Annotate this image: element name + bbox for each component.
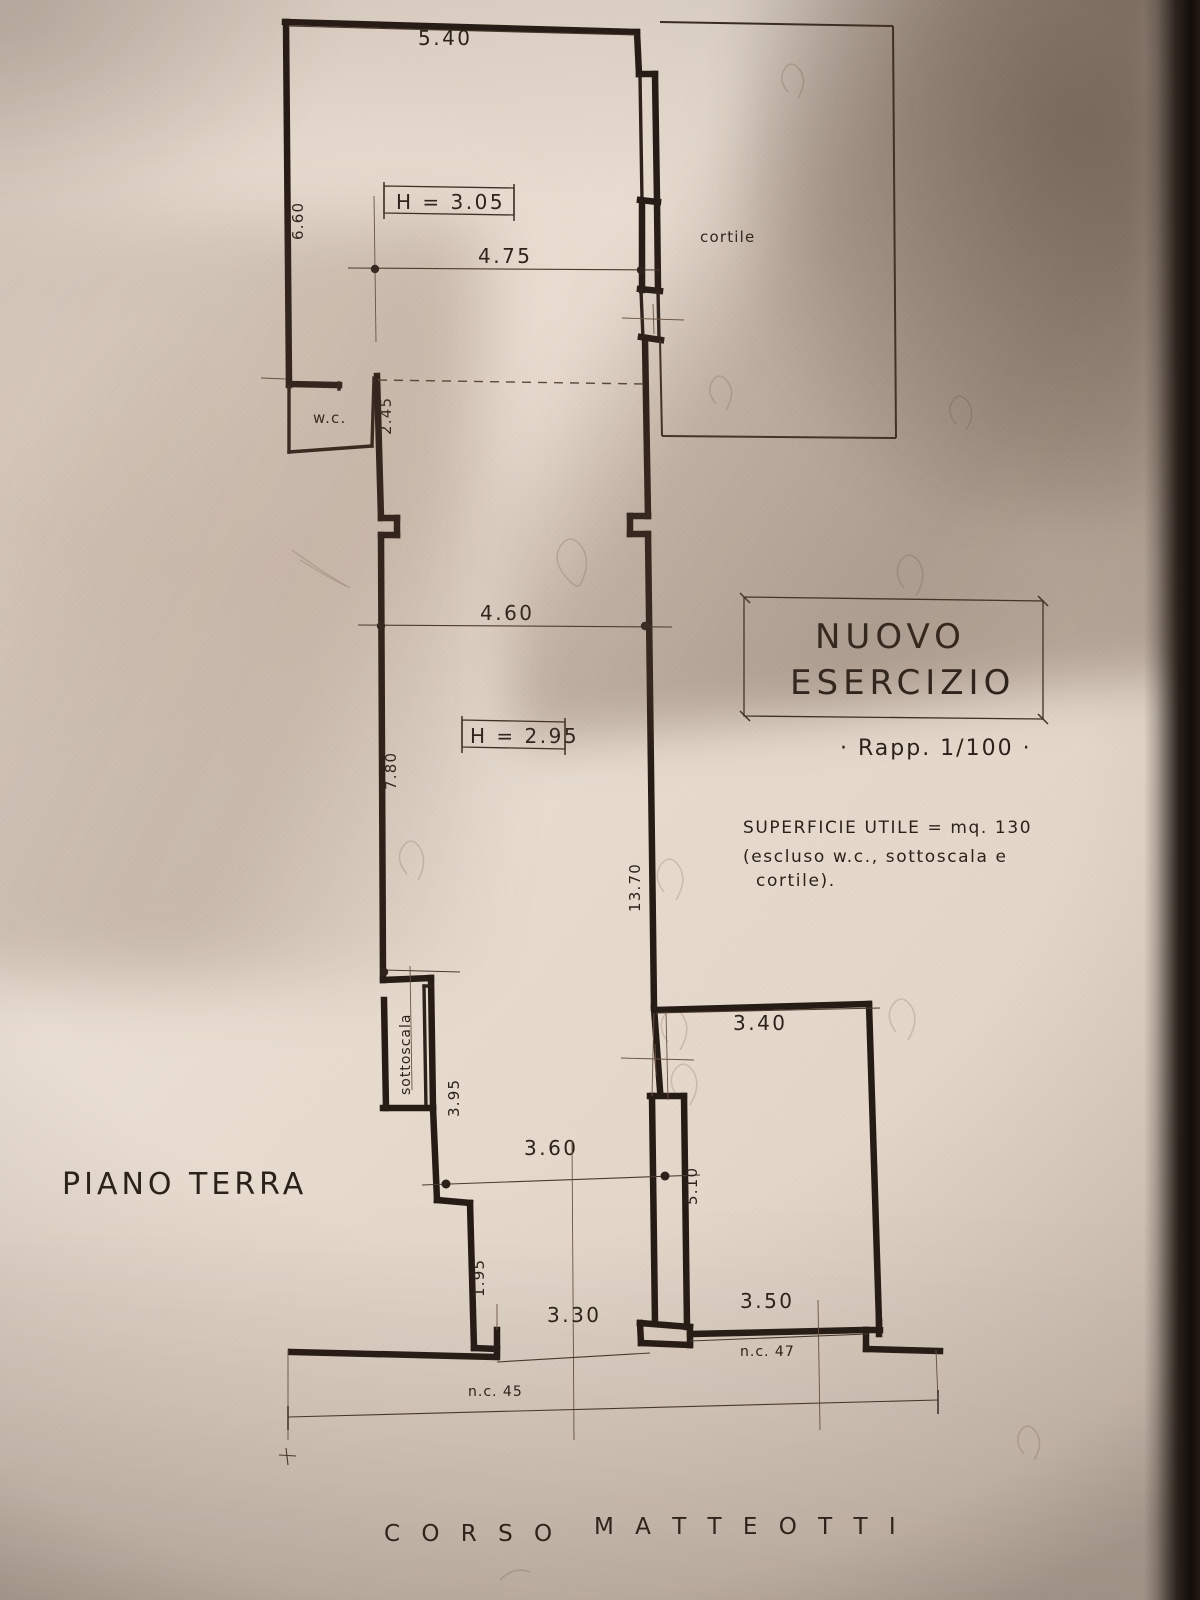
dim-inner-width-mid: 4.60 [357,601,673,631]
right-room-walls [652,1000,944,1355]
height-box-upper: H = 3.05 [383,182,515,221]
exclusion-note-line2: cortile). [756,871,836,891]
dim-right-room-width: 3.40 [655,1007,881,1035]
dim-top-width: 5.40 [287,25,637,50]
area-note: SUPERFICIE UTILE = mq. 130 [743,818,1032,838]
dim-sottoscala-height-label: 3.95 [445,1079,463,1117]
scale-label: · Rapp. 1/100 · [840,736,1032,761]
dim-lower-left-height-label: 1.95 [470,1259,488,1297]
central-party-wall [626,28,665,1012]
street-label-left: C O R S O [384,1521,559,1547]
dim-front-right-label: 3.50 [740,1289,795,1313]
extension-lines [287,1011,939,1441]
dim-right-total-height-label: 13.70 [626,863,644,912]
left-wall-lower [373,372,401,984]
dim-inner-width-lower-label: 3.60 [524,1136,579,1160]
dim-inner-width-mid-label: 4.60 [480,601,535,625]
plan-label: PIANO TERRA [62,1167,307,1202]
overall-front-dimension [278,1390,939,1466]
room-label-cortile: cortile [700,228,755,246]
dashed-line-upper [377,379,645,385]
height-lower-label: H = 2.95 [470,724,579,748]
street-label-right: M A T T E O T T I [594,1514,903,1540]
sottoscala-label-group: sottoscala [379,965,461,1095]
dim-inner-width-upper: 4.75 [347,195,661,343]
height-box-lower: H = 2.95 [461,716,579,755]
dim-left-mid-height-label: 7.80 [382,752,400,790]
exclusion-note-line1: (escluso w.c., sottoscala e [743,847,1008,867]
title-line1: NUOVO [815,617,966,657]
dim-inner-width-lower: 3.60 [421,1136,701,1189]
dim-top-width-label: 5.40 [418,26,473,50]
dim-inner-width-upper-label: 4.75 [478,244,533,268]
photo-edge-dark [1178,0,1200,1600]
height-upper-label: H = 3.05 [396,190,505,214]
room-label-sottoscala: sottoscala [398,1014,414,1095]
dim-front-right: 3.50 [689,1289,869,1342]
sottoscala-walls [379,974,437,1112]
dim-right-room-height-label: 5.10 [683,1167,701,1205]
room-label-wc: w.c. [313,409,346,427]
civic-number-left: n.c. 45 [468,1384,523,1400]
cross-mark-cortile [621,303,685,335]
dim-left-upper-height: 6.60 [289,202,307,240]
civic-number-right: n.c. 47 [740,1344,795,1360]
dim-leader-left [260,377,287,380]
paper-marks [291,63,1041,1581]
dim-right-room-width-label: 3.40 [733,1011,788,1035]
title-line2: ESERCIZIO [790,663,1015,703]
dim-front-left-label: 3.30 [547,1303,602,1327]
dim-wc-height-label: 2.45 [377,397,395,435]
title-block: NUOVO ESERCIZIO [739,592,1049,725]
upper-left-room-walls [281,18,641,454]
dim-front-left: 3.30 [496,1303,651,1363]
cortile-walls [659,21,897,439]
lower-left-walls [287,1104,501,1361]
dim-left-upper-height-label: 6.60 [289,202,307,240]
